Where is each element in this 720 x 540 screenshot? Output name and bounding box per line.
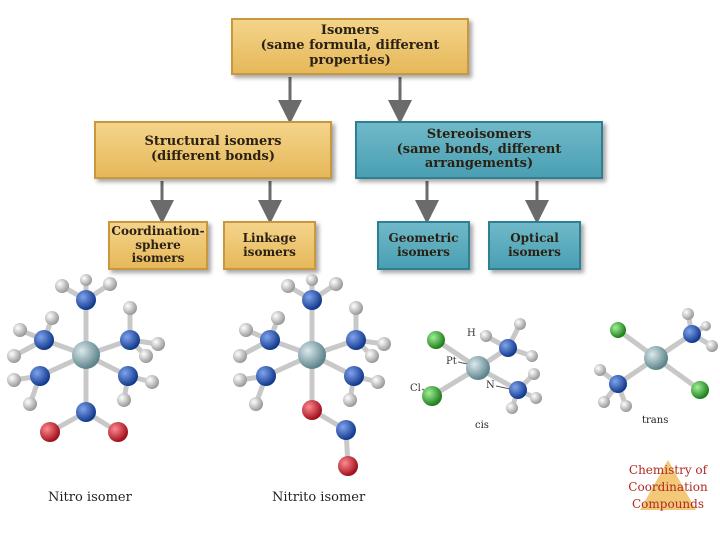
nitrito-isomer-model: [233, 274, 391, 476]
stereo-title: Stereoisomers: [426, 126, 532, 142]
structural-isomers-box: Structural isomers (different bonds): [94, 121, 332, 179]
footer-text: Chemistry of Coordination Compounds: [622, 462, 714, 513]
geometric-isomers-box: Geometric isomers: [377, 221, 470, 270]
cis-isomer-model: [421, 318, 542, 414]
nitro-isomer-caption: Nitro isomer: [48, 490, 132, 505]
atom-label-h: H: [467, 328, 476, 339]
atom-label-cl: Cl: [410, 383, 421, 394]
triangle-shape: [640, 460, 696, 510]
nitro-isomer-model: [7, 274, 165, 442]
linkage-isomers-box: Linkage isomers: [223, 221, 316, 270]
optical-line1: Optical: [510, 230, 559, 245]
isomers-subtitle: (same formula, different properties): [260, 38, 440, 68]
footer-line3: Compounds: [632, 497, 704, 511]
optical-isomers-box: Optical isomers: [488, 221, 581, 270]
structural-subtitle: (different bonds): [151, 149, 275, 164]
geometric-line1: Geometric: [388, 230, 459, 245]
stereo-subtitle: (same bonds, different arrangements): [396, 141, 562, 172]
optical-line2: isomers: [508, 244, 561, 259]
nitrito-isomer-caption: Nitrito isomer: [272, 490, 366, 505]
coordination-line1: Coordination-: [111, 223, 205, 238]
footer-label: Chemistry of Coordination Compounds: [622, 458, 714, 514]
footer-line2: Coordination: [628, 480, 708, 494]
geometric-line2: isomers: [397, 244, 450, 259]
stereoisomers-box: Stereoisomers (same bonds, different arr…: [355, 121, 603, 179]
atom-label-n: N: [486, 380, 495, 391]
linkage-line1: Linkage: [242, 230, 297, 245]
trans-isomer-model: [594, 308, 718, 412]
footer-line1: Chemistry of: [628, 463, 708, 477]
cis-caption: cis: [475, 420, 489, 431]
atom-label-pt: Pt: [446, 356, 457, 367]
isomers-title: Isomers: [320, 23, 380, 39]
isomers-box: Isomers (same formula, different propert…: [231, 18, 469, 75]
trans-caption: trans: [642, 415, 669, 426]
coordination-line2: sphere isomers: [131, 237, 185, 266]
structural-title: Structural isomers: [144, 134, 282, 150]
linkage-line2: isomers: [243, 244, 296, 259]
coordination-sphere-isomers-box: Coordination- sphere isomers: [108, 221, 208, 270]
